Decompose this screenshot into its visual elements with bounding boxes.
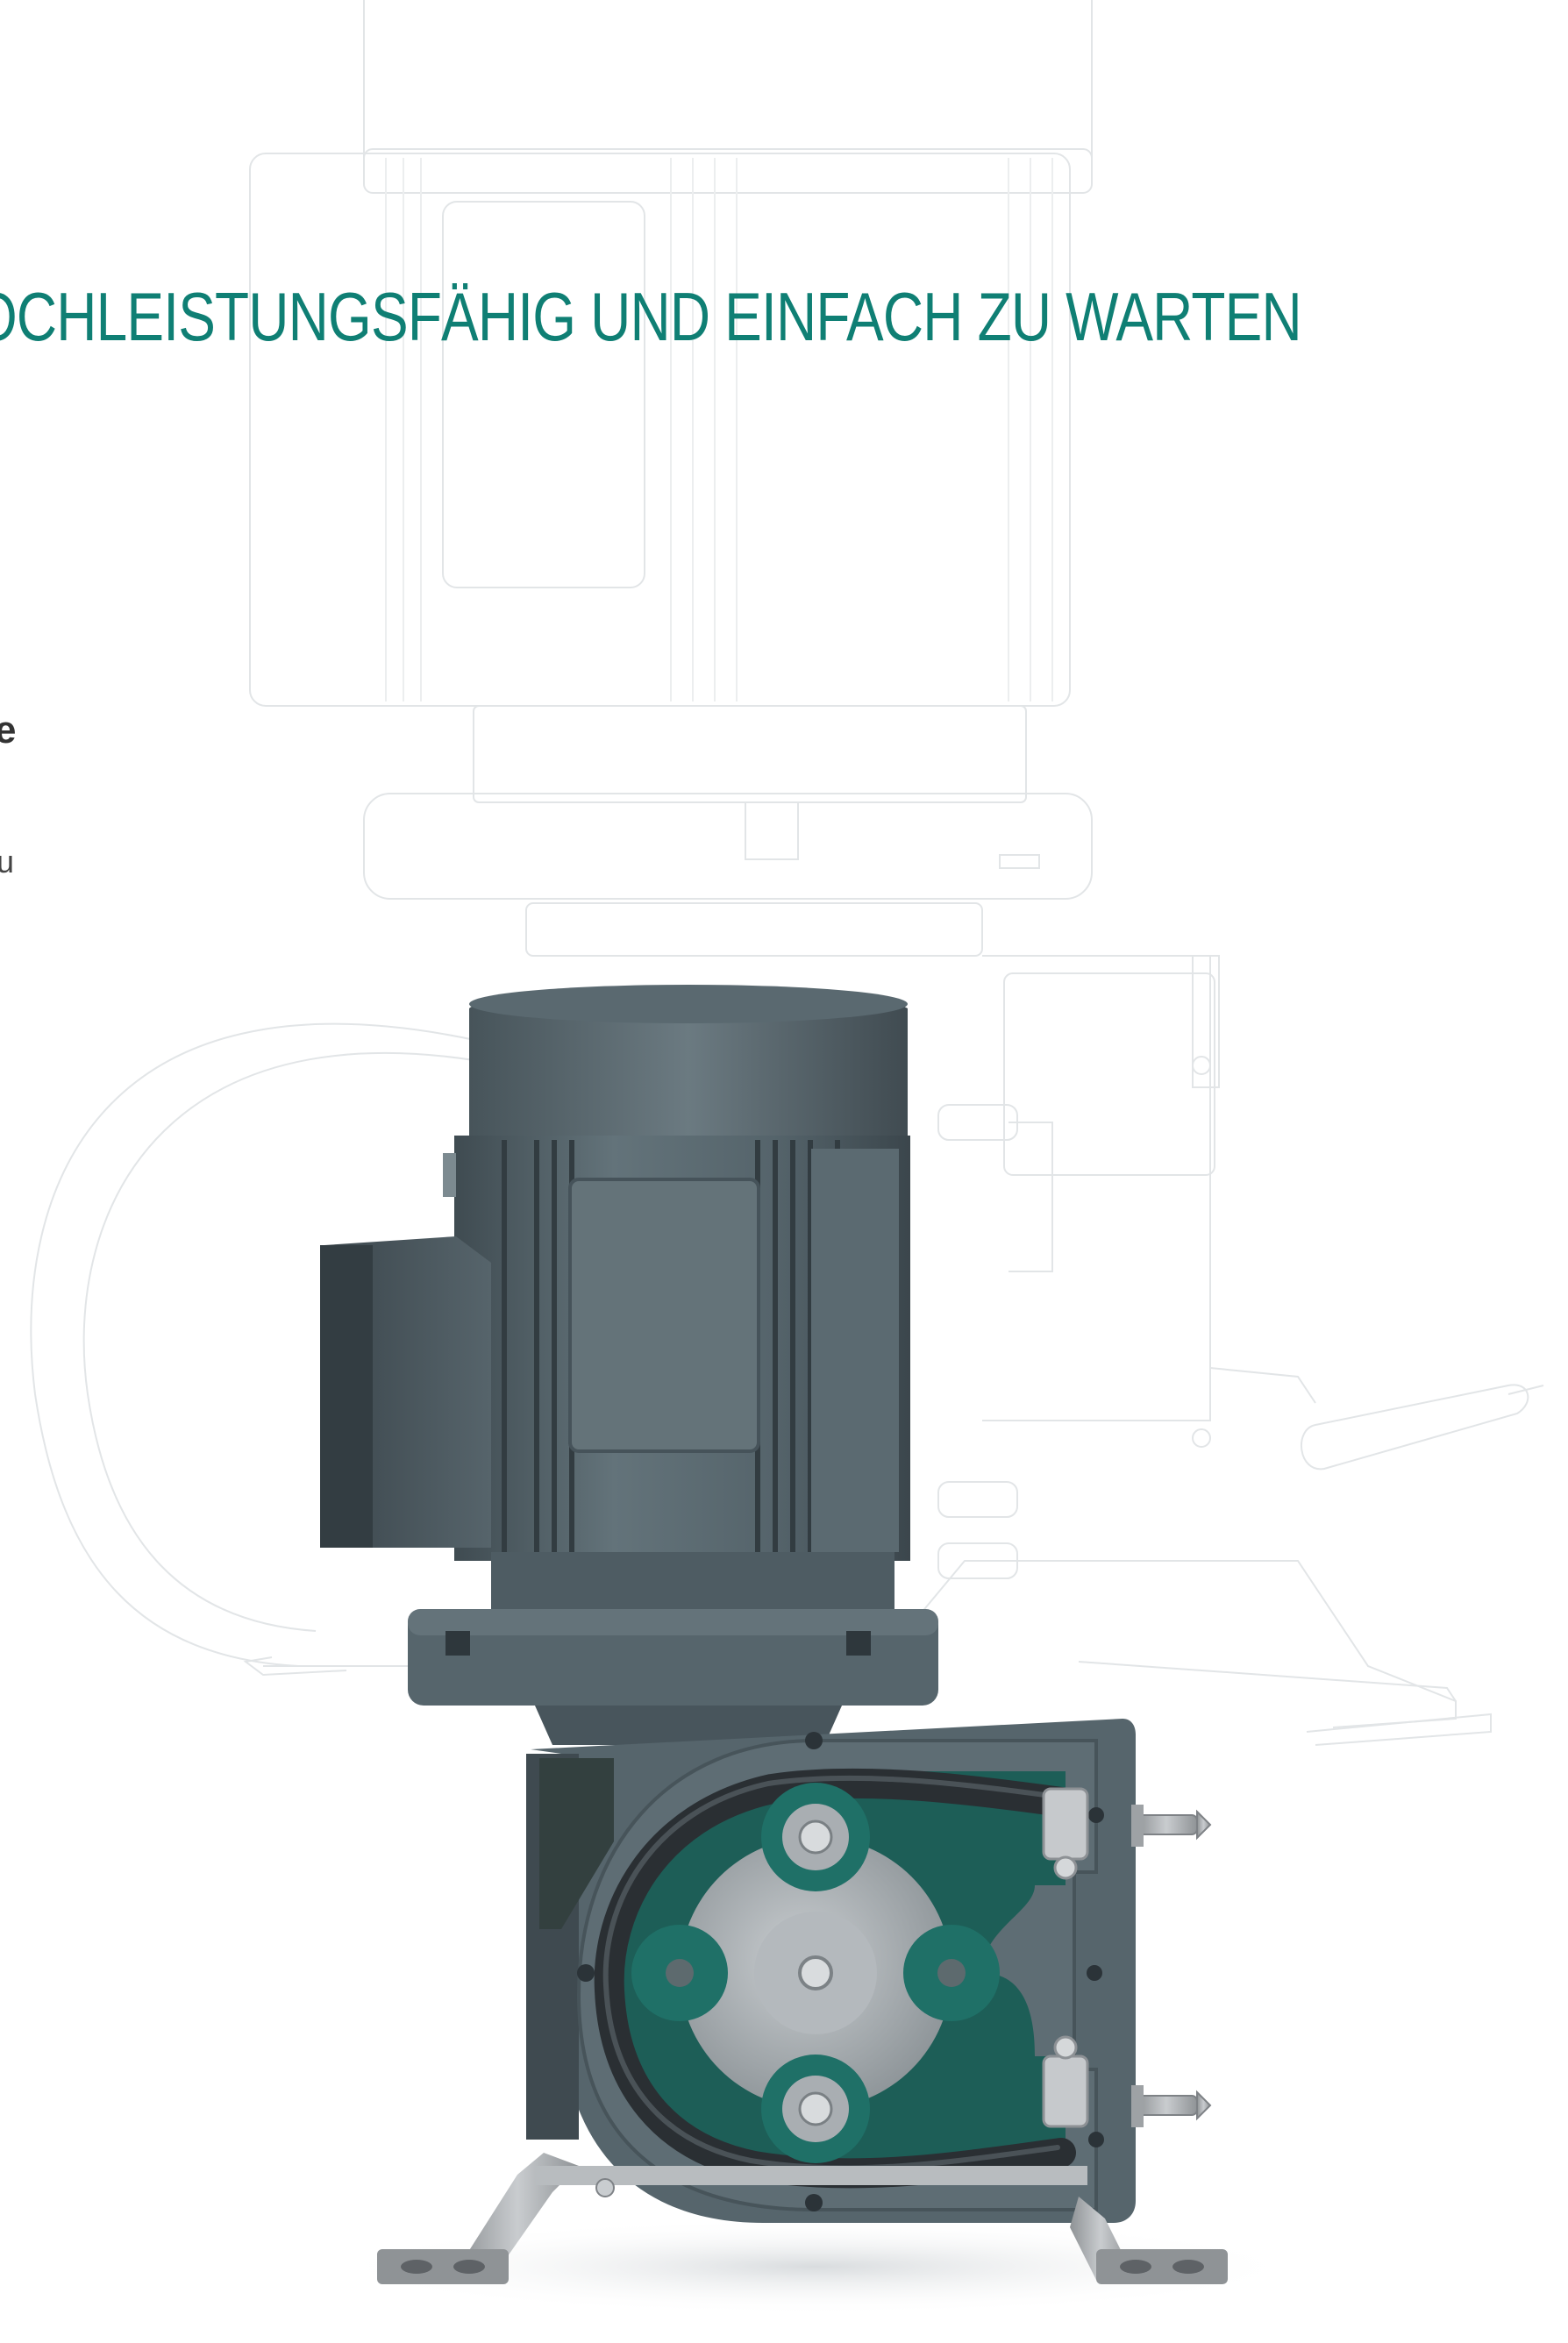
cut-off-subheading: e	[0, 709, 17, 751]
cut-off-body-text: u	[0, 844, 15, 880]
page-headline: OCHLEISTUNGSFÄHIG UND EINFACH ZU WARTEN	[0, 278, 1302, 355]
